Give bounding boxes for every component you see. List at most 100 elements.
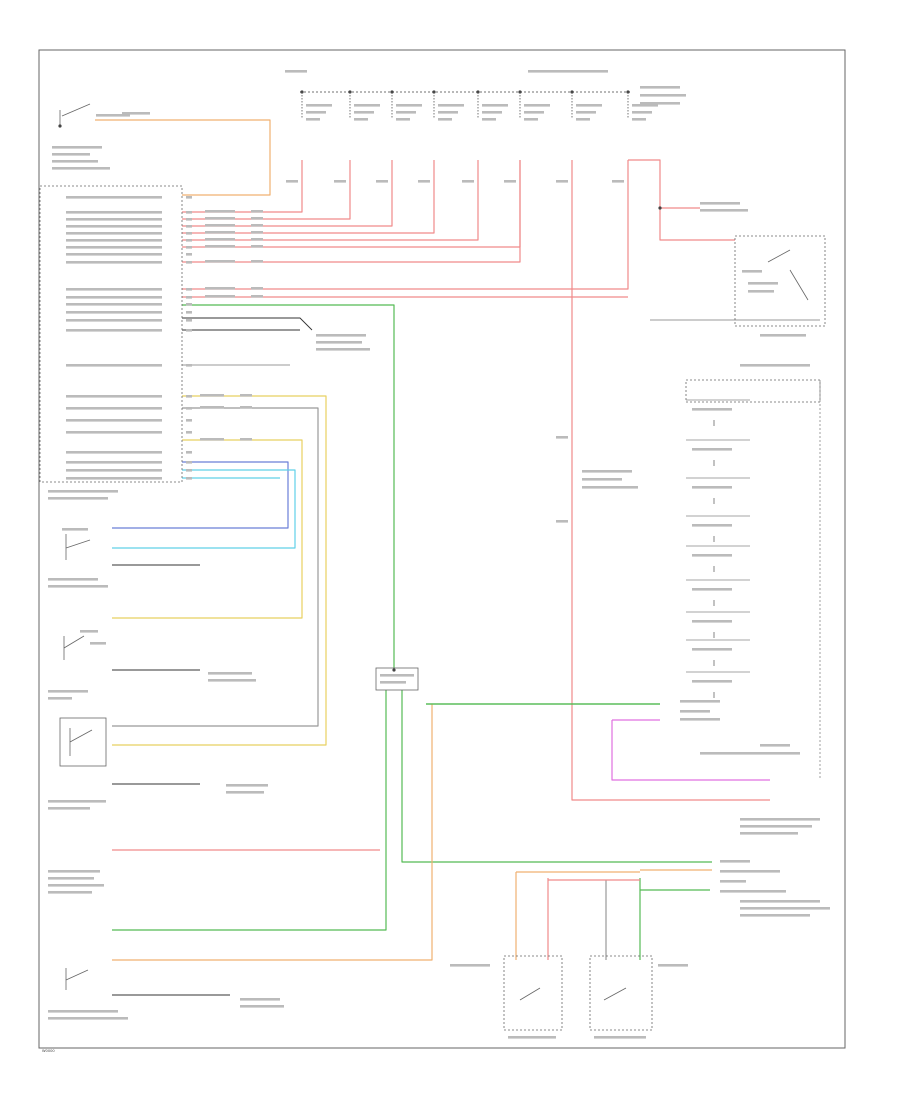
cluster-indicator-label: [692, 448, 732, 451]
switch-arm: [61, 103, 91, 117]
wire-circuit-label: [251, 231, 263, 234]
bcm-pin-number: [186, 303, 192, 306]
bcm-pin-label: [66, 261, 162, 264]
fuse-label: [306, 104, 332, 107]
body-control-module-box: [39, 185, 183, 483]
cluster-indicator-label: [692, 620, 732, 623]
fuse-output-label: [418, 180, 430, 183]
label-seat-belt: [720, 870, 780, 873]
wire-orange-switch: [95, 119, 271, 196]
cluster-indicator-label: [692, 408, 732, 411]
fuse-label: [524, 111, 544, 114]
bcm-pin-number: [186, 469, 192, 472]
bcm-pin-label: [66, 253, 162, 256]
bcm-pin-number: [186, 407, 192, 410]
wire-color-label: [200, 394, 224, 397]
bcm-pin-number: [186, 196, 192, 199]
label-brake-fluid-switch: [48, 1010, 118, 1013]
cluster-indicator-label: [692, 486, 732, 489]
headlamp-switch-box: [59, 717, 107, 767]
label-restraint-sensing: [740, 900, 820, 903]
bcm-pin-label: [66, 225, 162, 228]
label-restraint-sensing: [740, 907, 830, 910]
ground-label: [240, 998, 280, 1001]
bcm-pin-number: [186, 218, 192, 221]
components-layer: [39, 90, 826, 1031]
bcm-pin-number: [186, 261, 192, 264]
fuse-label: [576, 111, 596, 114]
bcm-pin-number: [186, 232, 192, 235]
relay-label: [748, 282, 778, 285]
fuse-output-label: [376, 180, 388, 183]
label-turn-signal-multifunction: [48, 585, 108, 588]
label-headlamp-switch: [48, 697, 72, 700]
bcm-pin-number: [186, 296, 192, 299]
wire-color-label: [205, 210, 235, 213]
fuse-label: [482, 111, 502, 114]
label-turn-switch: [62, 528, 88, 531]
label-body-control-module: [52, 167, 110, 170]
fuse-label: [438, 111, 458, 114]
bcm-pin-label: [66, 451, 162, 454]
wires-layer: [95, 119, 820, 996]
wire-red-power-3: [182, 160, 393, 227]
label-rcdlr: [48, 884, 104, 887]
fuse-label: [354, 118, 368, 121]
label-restraint-sensing: [740, 914, 810, 917]
label-rcdlr: [48, 877, 94, 880]
wire-color-label: [200, 406, 224, 409]
wire-color-label: [205, 224, 235, 227]
label-serial-data: [720, 860, 750, 863]
ground-label: [240, 1005, 284, 1008]
bcm-pin-label: [66, 431, 162, 434]
driver-belt-switch-box: [589, 955, 653, 1031]
label-serial-data: [680, 700, 720, 703]
bcm-pin-number: [186, 319, 192, 322]
label-instrument-panel-cluster: [700, 752, 800, 755]
switch-label: [96, 114, 130, 117]
wire-circuit-label: [251, 245, 263, 248]
relay-contact: [789, 269, 809, 301]
relay-label: [742, 270, 762, 273]
fuse-output-label: [504, 180, 516, 183]
bcm-pin-number: [186, 431, 192, 434]
label-underhood-fuse-block: [640, 102, 680, 105]
bcm-pin-number: [186, 288, 192, 291]
ground-label: [208, 672, 252, 675]
label-inflatable-restraint: [740, 825, 812, 828]
bcm-pin-label: [66, 407, 162, 410]
label-body-control-module-bottom: [48, 490, 118, 493]
footer-code: W0000: [42, 1049, 55, 1053]
label-body-control-module: [52, 160, 98, 163]
wire-red-power-1: [182, 160, 303, 213]
label-inflatable-restraint: [740, 818, 820, 821]
ground-label: [316, 334, 366, 337]
wire-circuit-label: [251, 238, 263, 241]
wire-red-power-8: [182, 160, 629, 290]
fuse-label: [306, 111, 326, 114]
fuse-label: [632, 118, 646, 121]
label-brake-fluid-switch: [48, 1017, 128, 1020]
bcm-pin-number: [186, 211, 192, 214]
bcm-pin-label: [66, 246, 162, 249]
cluster-indicator-label: [692, 524, 732, 527]
fuse-output-label: [462, 180, 474, 183]
switch-label: [90, 642, 106, 645]
fuse-label: [306, 118, 320, 121]
label-passenger-belt: [508, 1036, 556, 1039]
bcm-pin-label: [66, 296, 162, 299]
label-inflatable-restraint: [740, 832, 798, 835]
label-relay: [700, 209, 748, 212]
bcm-pin-number: [186, 239, 192, 242]
fuse-label: [632, 111, 652, 114]
bcm-pin-label: [66, 419, 162, 422]
label-driver-belt: [594, 1036, 646, 1039]
wire-circuit-label: [251, 217, 263, 220]
cluster-indicator-label: [692, 648, 732, 651]
wire-red-to-brake-switch: [659, 208, 735, 241]
label-left-seat-belt: [720, 890, 786, 893]
fuse-label: [354, 111, 374, 114]
bcm-pin-number: [186, 329, 192, 332]
label-headlamp-switch: [48, 690, 88, 693]
